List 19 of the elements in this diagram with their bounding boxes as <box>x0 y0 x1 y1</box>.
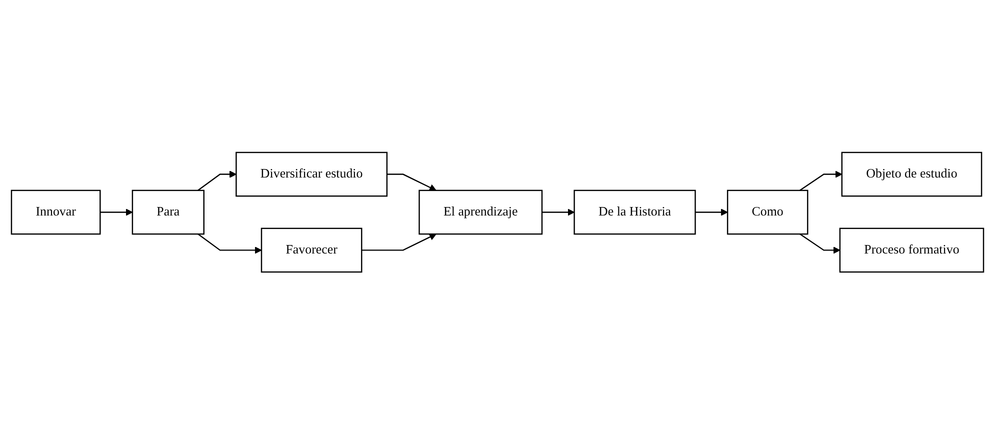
arrow <box>386 173 436 191</box>
node-box <box>132 190 204 234</box>
arrow <box>198 170 237 191</box>
node-box <box>236 152 388 196</box>
node-box <box>726 190 808 234</box>
node-box <box>260 228 362 272</box>
arrow <box>542 208 575 216</box>
node-box <box>839 228 984 272</box>
arrow <box>800 170 842 191</box>
arrow <box>800 233 840 254</box>
node-box <box>841 152 982 196</box>
arrow <box>695 208 728 216</box>
flowchart-diagram: Innovar Para Diversificar estudio Favorecer El aprendizaje De la Historia Como Objeto de estudio Proceso formativo <box>5 146 990 278</box>
arrow <box>362 233 436 251</box>
node-box <box>574 190 696 234</box>
node-box <box>10 190 101 234</box>
node-box <box>418 190 543 234</box>
arrow <box>100 208 133 216</box>
arrow <box>198 233 262 254</box>
